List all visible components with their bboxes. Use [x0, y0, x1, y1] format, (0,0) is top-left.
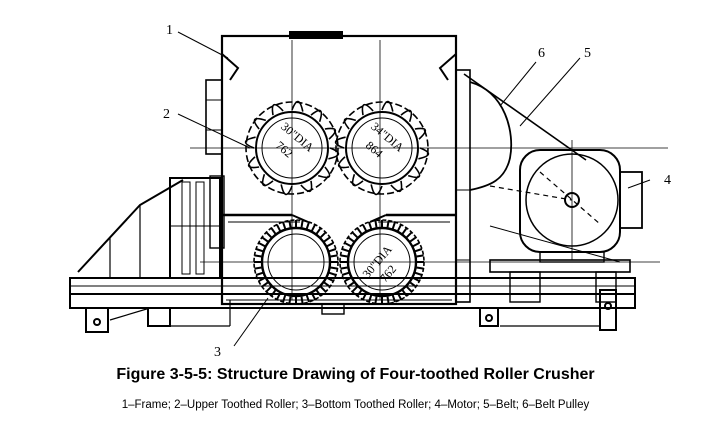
motor-base — [489, 225, 631, 303]
label-bottom-roller: 3 — [214, 345, 221, 360]
figure-legend: 1–Frame; 2–Upper Toothed Roller; 3–Botto… — [121, 399, 590, 411]
belt — [463, 73, 601, 225]
main-frame — [205, 31, 471, 315]
figure-title: Figure 3-5-5: Structure Drawing of Four-… — [116, 366, 595, 383]
label-frame: 1 — [166, 23, 173, 38]
bottom-right-teeth — [340, 220, 424, 304]
side-feeder — [77, 175, 225, 279]
label-motor: 4 — [664, 173, 671, 188]
label-upper-roller: 2 — [163, 107, 170, 122]
center-lines — [190, 40, 668, 300]
upper-roller-left — [245, 101, 339, 195]
motor — [519, 149, 643, 263]
label-belt-pulley: 6 — [538, 46, 545, 61]
label-belt: 5 — [584, 46, 591, 61]
belt-pulley — [469, 81, 513, 191]
upper-roller-right — [335, 101, 429, 195]
crusher-structure-drawing: 30"DIA 762 34"DIA 864 30"DIA 762 1 2 3 4… — [69, 23, 671, 360]
upper-left-teeth — [244, 100, 340, 196]
leader-lines — [177, 31, 651, 347]
bottom-left-teeth — [254, 220, 338, 304]
upper-right-teeth — [334, 100, 430, 196]
